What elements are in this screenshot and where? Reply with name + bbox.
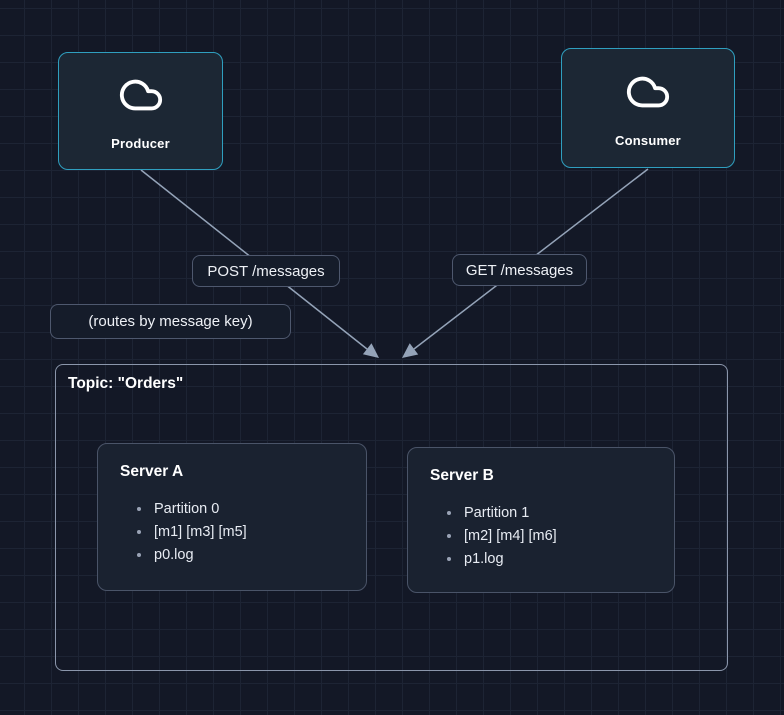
list-item-text: Partition 0: [154, 500, 220, 517]
bullet-icon: [447, 556, 451, 561]
server-b-partition-list: Partition 1 [m2] [m4] [m6] p1.log: [430, 501, 674, 570]
list-item-text: [m1] [m3] [m5]: [154, 523, 247, 540]
list-item-text: Partition 1: [464, 504, 530, 521]
server-b-card: Server B Partition 1 [m2] [m4] [m6] p1.l…: [407, 447, 675, 593]
topic-title: Topic: "Orders": [68, 375, 184, 392]
list-item: [m2] [m4] [m6]: [447, 524, 674, 547]
list-item: [m1] [m3] [m5]: [137, 520, 366, 543]
get-messages-label: GET /messages: [452, 254, 587, 286]
routes-note-label: (routes by message key): [50, 304, 291, 339]
cloud-icon: [626, 76, 670, 107]
server-b-title: Server B: [430, 467, 494, 484]
server-a-partition-list: Partition 0 [m1] [m3] [m5] p0.log: [120, 497, 366, 566]
list-item: p1.log: [447, 547, 674, 570]
list-item-text: [m2] [m4] [m6]: [464, 527, 557, 544]
producer-node: Producer: [58, 52, 223, 170]
arrowhead-producer-edge: [362, 343, 379, 358]
consumer-label: Consumer: [615, 132, 681, 148]
list-item-text: p0.log: [154, 546, 194, 563]
bullet-icon: [137, 529, 141, 534]
bullet-icon: [137, 552, 141, 557]
list-item-text: p1.log: [464, 550, 504, 567]
server-a-card: Server A Partition 0 [m1] [m3] [m5] p0.l…: [97, 443, 367, 591]
cloud-icon: [119, 79, 162, 110]
list-item: p0.log: [137, 543, 366, 566]
topic-panel: Topic: "Orders" Server A Partition 0 [m1…: [55, 364, 728, 671]
server-a-title: Server A: [120, 463, 184, 480]
producer-label: Producer: [111, 135, 170, 151]
bullet-icon: [447, 510, 451, 515]
arrowhead-consumer-edge: [402, 343, 419, 358]
post-messages-label: POST /messages: [192, 255, 340, 287]
list-item: Partition 0: [137, 497, 366, 520]
bullet-icon: [447, 533, 451, 538]
bullet-icon: [137, 506, 141, 511]
list-item: Partition 1: [447, 501, 674, 524]
consumer-node: Consumer: [561, 48, 735, 168]
